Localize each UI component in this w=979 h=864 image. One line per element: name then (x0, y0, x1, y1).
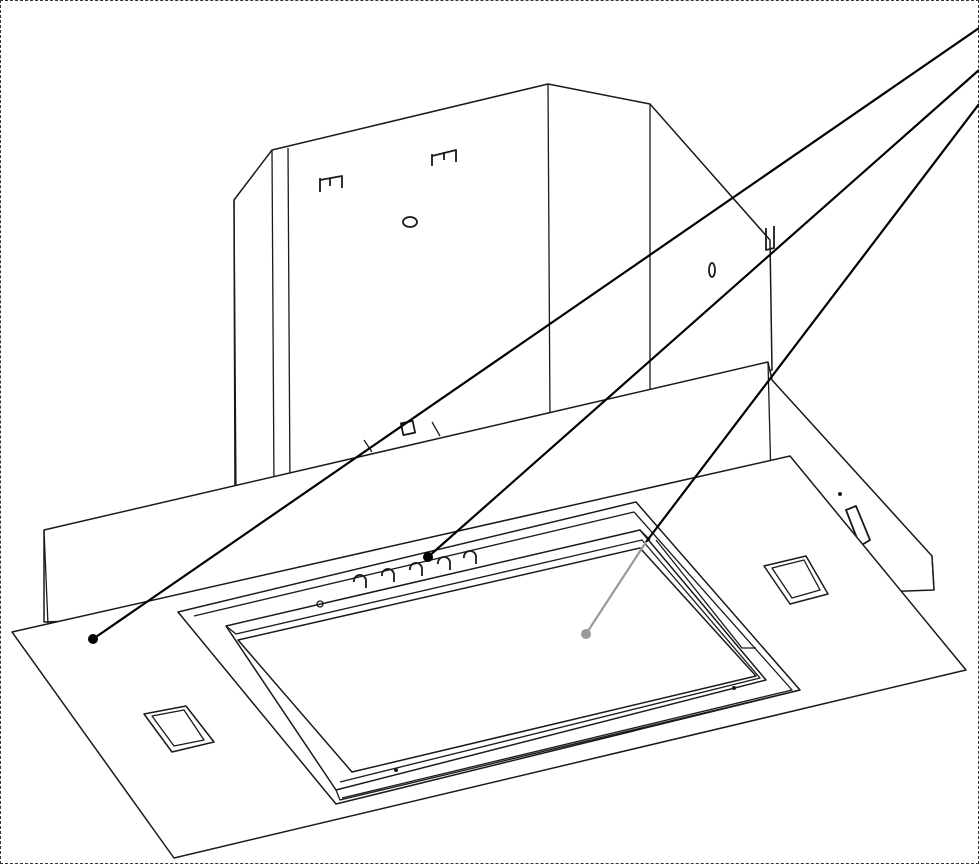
callout-dot-filter-grille (581, 629, 591, 639)
leader-line-1 (92, 27, 979, 640)
side-clip (765, 226, 775, 251)
control-button-2 (381, 568, 395, 582)
callout-dots (88, 552, 591, 644)
leader-line-3a (645, 103, 979, 543)
control-button-1 (353, 574, 367, 588)
control-buttons (353, 550, 477, 588)
leader-line-3b (585, 541, 647, 635)
cable-hole (402, 216, 418, 228)
callout-leaders (92, 27, 979, 640)
control-button-4 (437, 556, 451, 570)
chimney-housing (233, 83, 775, 491)
control-button-5 (463, 550, 477, 564)
callout-dot-glass-panel (88, 634, 98, 644)
mount-bracket-right (431, 149, 457, 166)
leader-line-2 (427, 69, 979, 558)
filter-grille (225, 529, 801, 801)
control-button-3 (409, 562, 423, 576)
callout-dot-control-buttons (423, 552, 433, 562)
side-hole (708, 262, 716, 278)
handle-slot-left (143, 705, 215, 753)
side-latch (845, 505, 871, 547)
mount-bracket-left (319, 175, 343, 192)
